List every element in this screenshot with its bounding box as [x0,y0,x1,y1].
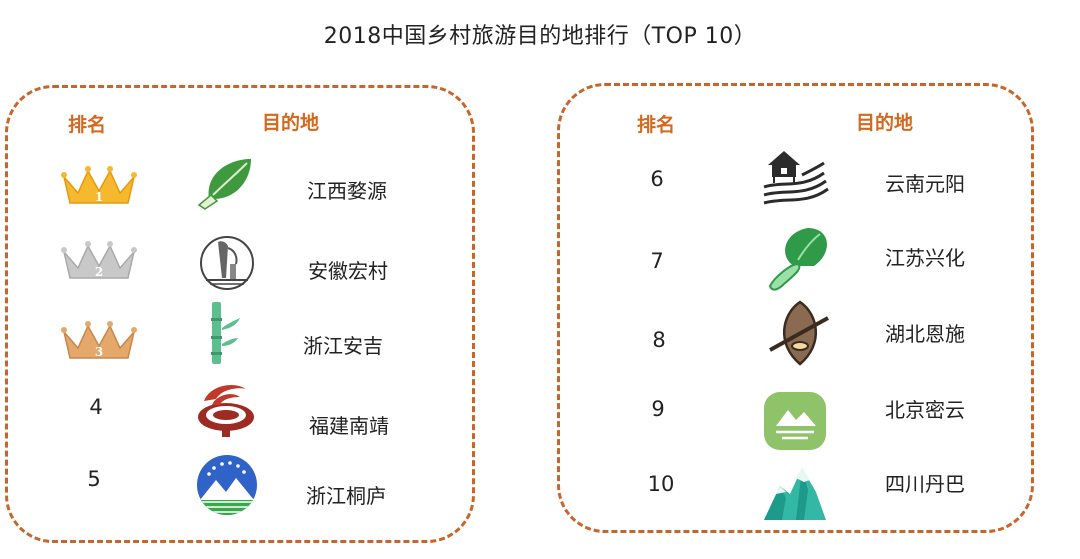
destination-name: 江西婺源 [307,179,387,203]
destination-name: 江苏兴化 [885,246,965,270]
destination-name: 北京密云 [885,398,965,422]
destination-name: 浙江安吉 [303,334,383,358]
vegetable-icon [768,228,827,291]
ranking-panel-left [5,85,475,543]
rank-number: 4 [89,395,103,419]
rank-number: 10 [647,472,675,496]
page-title: 2018中国乡村旅游目的地排行（TOP 10） [323,24,757,49]
rank-header-left: 排名 [68,114,107,136]
landmark-icon [200,236,254,290]
rank-header-right: 排名 [637,114,676,136]
bronze-crown-icon: 3 [61,321,137,359]
destination-name: 安徽宏村 [308,259,388,283]
destination-header-right: 目的地 [856,112,914,134]
boat-icon [769,300,829,366]
gold-crown-icon: 1 [61,166,137,204]
rank-number: 7 [650,249,664,273]
peaks-icon [764,468,826,520]
ranking-panel-right [557,83,1034,533]
destination-name: 福建南靖 [309,414,389,438]
destination-name: 浙江桐庐 [306,484,386,508]
rank-number: 9 [651,397,665,421]
bamboo-icon [211,302,240,364]
tulou-icon [198,385,254,437]
destination-name: 四川丹巴 [885,472,965,496]
rank-number: 6 [650,167,664,191]
mountain-tile-icon [764,392,826,450]
leaf-icon [197,159,251,210]
terrace-house-icon [763,151,829,205]
rank-label: 1 [95,190,103,204]
rank-label: 3 [95,345,103,359]
destination-name: 湖北恩施 [885,322,965,346]
destination-header-left: 目的地 [262,112,320,134]
rank-label: 2 [95,265,103,279]
silver-crown-icon: 2 [61,241,137,279]
rank-number: 8 [652,328,666,352]
rank-number: 5 [87,467,101,491]
mountain-stars-icon [197,455,257,515]
destination-name: 云南元阳 [885,172,965,196]
